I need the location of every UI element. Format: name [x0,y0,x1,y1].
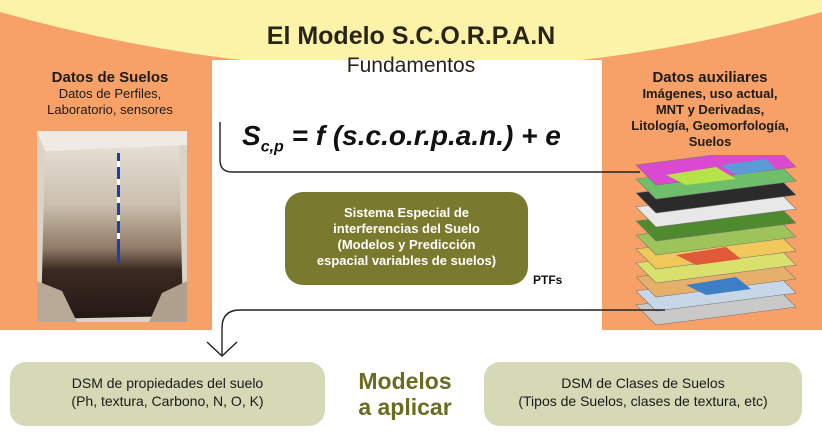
auxiliary-data-heading: Datos auxiliares [652,69,768,86]
formula-subscript: c,p [260,138,284,156]
ptfs-label: PTFs [533,273,563,287]
inference-system-line: interferencias del Suelo [333,221,480,236]
auxiliary-data-line: MNT y Derivadas, [655,102,765,117]
soil-classes-output-box: DSM de Clases de Suelos (Tipos de Suelos… [484,362,802,426]
scorpan-formula: Sc,p = f (s.c.o.r.p.a.n.) + e [242,120,561,157]
inference-system-line: Sistema Especial de [343,205,469,220]
soil-data-heading: Datos de Suelos [51,69,169,86]
soil-data-line: Datos de Perfiles, [58,86,162,101]
output-line: DSM de propiedades del suelo [71,375,264,391]
output-line: DSM de Clases de Suelos [561,375,725,391]
models-line: a aplicar [358,394,452,420]
auxiliary-data-line: Suelos [688,134,732,149]
auxiliary-data-line: Litología, Geomorfología, [631,118,789,133]
diagram-title: El Modelo S.C.O.R.P.A.N [266,22,556,50]
auxiliary-data-line: Imágenes, uso actual, [642,86,778,101]
soil-properties-output-box: DSM de propiedades del suelo (Ph, textur… [10,362,325,426]
inference-system-box: Sistema Especial de interferencias del S… [285,192,528,285]
output-line: (Tipos de Suelos, clases de textura, etc… [518,393,768,409]
diagram-subtitle: Fundamentos [346,54,476,77]
formula-expression: = f (s.c.o.r.p.a.n.) + e [283,120,561,151]
soil-profile-photo [37,131,187,322]
inference-system-line: espacial variables de suelos) [316,253,497,268]
soil-data-text: Datos de Perfiles, Laboratorio, sensores [10,86,210,118]
title-band [0,0,822,70]
formula-symbol: S [242,120,261,151]
inference-system-line: (Modelos y Predicción [337,237,476,252]
soil-data-line: Laboratorio, sensores [47,102,173,117]
output-line: (Ph, textura, Carbono, N, O, K) [71,393,264,409]
models-line: Modelos [358,368,452,394]
models-to-apply-label: Modelos a aplicar [330,368,480,420]
map-layers-stack [635,155,797,326]
auxiliary-data-text: Imágenes, uso actual, MNT y Derivadas, L… [603,86,817,150]
